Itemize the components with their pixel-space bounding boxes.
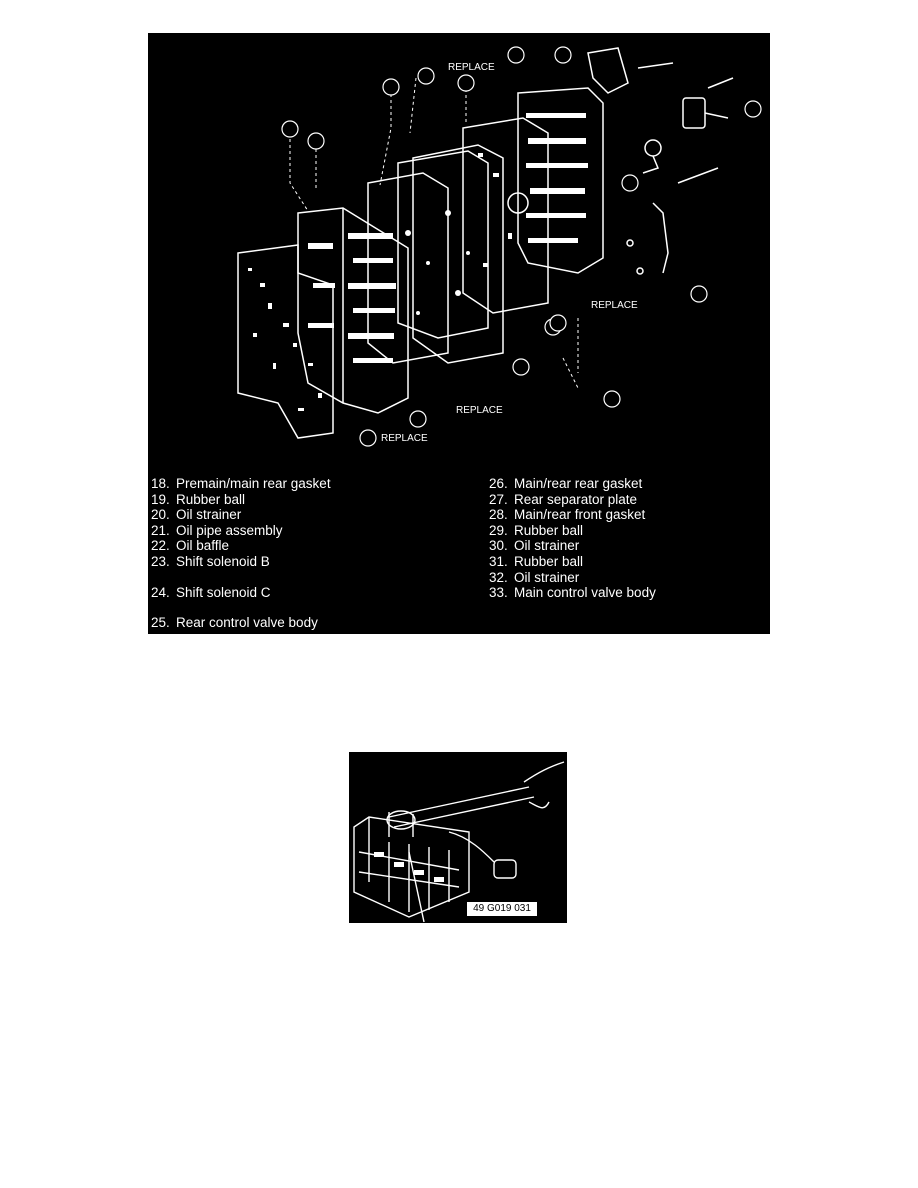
legend-item: 23.Shift solenoid B	[151, 553, 270, 569]
legend-item: 33.Main control valve body	[489, 585, 656, 601]
legend-item: 21.Oil pipe assembly	[151, 522, 283, 538]
legend-item: 24.Shift solenoid C	[151, 584, 271, 600]
replace-label-top: REPLACE	[448, 62, 495, 73]
torque-view-figure: 49 G019 031	[349, 752, 567, 923]
legend-item: 28.Main/rear front gasket	[489, 507, 646, 523]
valve-body-25	[517, 87, 604, 274]
legend-item: 32.Oil strainer	[489, 569, 580, 585]
plate-18	[237, 244, 334, 439]
legend-item: 22.Oil baffle	[151, 538, 230, 554]
legend-item: 31.Rubber ball	[489, 553, 584, 569]
figure-code-label: 49 G019 031	[467, 902, 537, 916]
legend-item: 18.Premain/main rear gasket	[151, 476, 331, 491]
replace-label-18: REPLACE	[381, 433, 428, 444]
oil-pipe-21	[626, 202, 669, 275]
oil-baffle-22	[587, 47, 674, 94]
torque-diagram	[353, 761, 565, 923]
exploded-view-figure: REPLACE REPLACE REPLACE REPLACE 18.Prema…	[148, 33, 770, 634]
legend-item: 29.Rubber ball	[489, 522, 584, 538]
replace-label-right: REPLACE	[591, 300, 638, 311]
legend-item: 27.Rear separator plate	[489, 491, 638, 507]
legend-left: 18.Premain/main rear gasket 19.Rubber ba…	[151, 476, 331, 631]
solenoids	[642, 77, 734, 184]
valve-body-33	[297, 207, 409, 414]
legend-right: 26.Main/rear rear gasket 27.Rear separat…	[489, 476, 656, 601]
exploded-diagram	[237, 46, 762, 447]
legend-item: 30.Oil strainer	[489, 538, 580, 554]
plate-27	[412, 144, 504, 364]
callout-circles	[281, 46, 762, 447]
plate-stack-middle	[367, 150, 489, 364]
replace-label-28: REPLACE	[456, 405, 503, 416]
legend-item: 20.Oil strainer	[151, 507, 242, 523]
legend-item: 25.Rear control valve body	[151, 615, 318, 631]
legend-item: 19.Rubber ball	[151, 491, 246, 507]
legend-item: 26.Main/rear rear gasket	[489, 476, 643, 491]
